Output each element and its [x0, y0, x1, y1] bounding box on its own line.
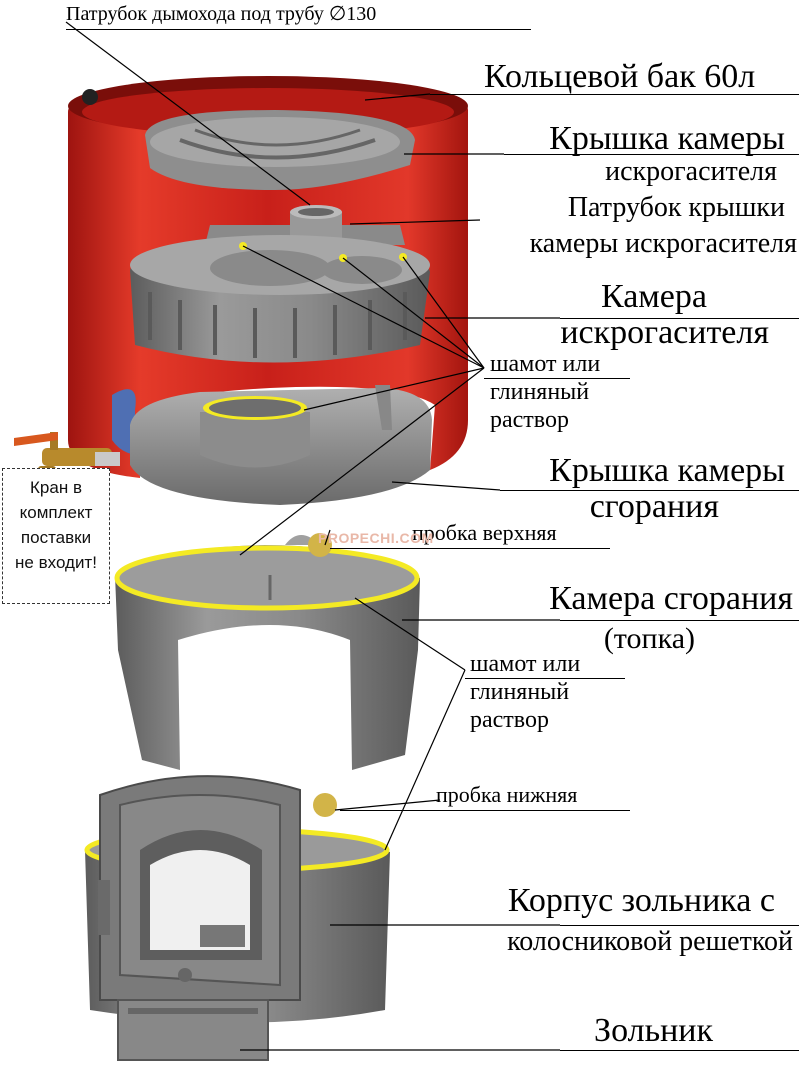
tank-vent-knob-icon: [82, 89, 98, 105]
underline-flue-pipe: [66, 29, 531, 30]
label-comb-chamber-1: Камера сгорания: [549, 580, 793, 617]
underline-plug-bottom: [340, 810, 630, 811]
label-chamotte-1a: шамот или: [490, 351, 601, 377]
label-spark-pipe-1: Патрубок крышки: [567, 192, 785, 223]
label-spark-lid-1: Крышка камеры: [549, 120, 785, 157]
underline-ash-body: [560, 925, 799, 926]
label-ash-body-2: колосниковой решеткой: [507, 926, 793, 957]
label-chamotte-2b: глиняный: [470, 679, 570, 705]
label-spark-chamber-2: искрогасителя: [560, 314, 769, 351]
tap-not-included-note: Кран в комплект поставки не входит!: [2, 468, 110, 604]
label-comb-lid-1: Крышка камеры: [549, 452, 785, 489]
label-ring-tank: Кольцевой бак 60л: [484, 58, 756, 95]
underline-comb-lid: [500, 490, 799, 491]
label-chamotte-2a: шамот или: [470, 651, 581, 677]
spark-chamber-lid: [145, 110, 415, 190]
label-spark-chamber-1: Камера: [600, 278, 707, 315]
underline-ring-tank: [430, 94, 799, 95]
label-flue-pipe: Патрубок дымохода под трубу ∅130: [66, 3, 377, 25]
label-spark-pipe-2: камеры искрогасителя: [529, 228, 797, 259]
label-ash-body-1: Корпус зольника с: [507, 882, 775, 919]
watermark: PROPECHI.COM: [318, 530, 434, 546]
label-comb-lid-2: сгорания: [589, 488, 719, 525]
note-line-1: Кран в: [30, 478, 82, 497]
underline-chamotte-1: [484, 378, 630, 379]
spark-chamber: [130, 235, 430, 363]
note-line-4: не входит!: [15, 553, 97, 572]
label-plug-bottom: пробка нижняя: [436, 782, 578, 807]
label-spark-lid-2: искрогасителя: [605, 156, 777, 187]
underline-spark-lid: [504, 154, 799, 155]
label-ash-drawer: Зольник: [594, 1012, 713, 1049]
note-line-2: комплект: [19, 503, 93, 522]
label-plug-top: пробка верхняя: [412, 520, 557, 545]
label-chamotte-2c: раствор: [470, 707, 549, 733]
leader-lines: [65, 21, 560, 1051]
underline-comb-chamber: [560, 620, 799, 621]
label-comb-chamber-2: (топка): [603, 622, 695, 655]
label-chamotte-1c: раствор: [490, 407, 569, 433]
underline-ash-drawer: [560, 1050, 799, 1051]
combustion-chamber: [114, 533, 420, 770]
combustion-lid: [130, 385, 432, 505]
ash-body: [84, 775, 390, 1061]
note-line-3: поставки: [20, 528, 92, 547]
underline-chamotte-2: [465, 678, 625, 679]
label-chamotte-1b: глиняный: [490, 379, 590, 405]
underline-spark-chamber: [560, 318, 799, 319]
underline-plug-top: [330, 548, 610, 549]
